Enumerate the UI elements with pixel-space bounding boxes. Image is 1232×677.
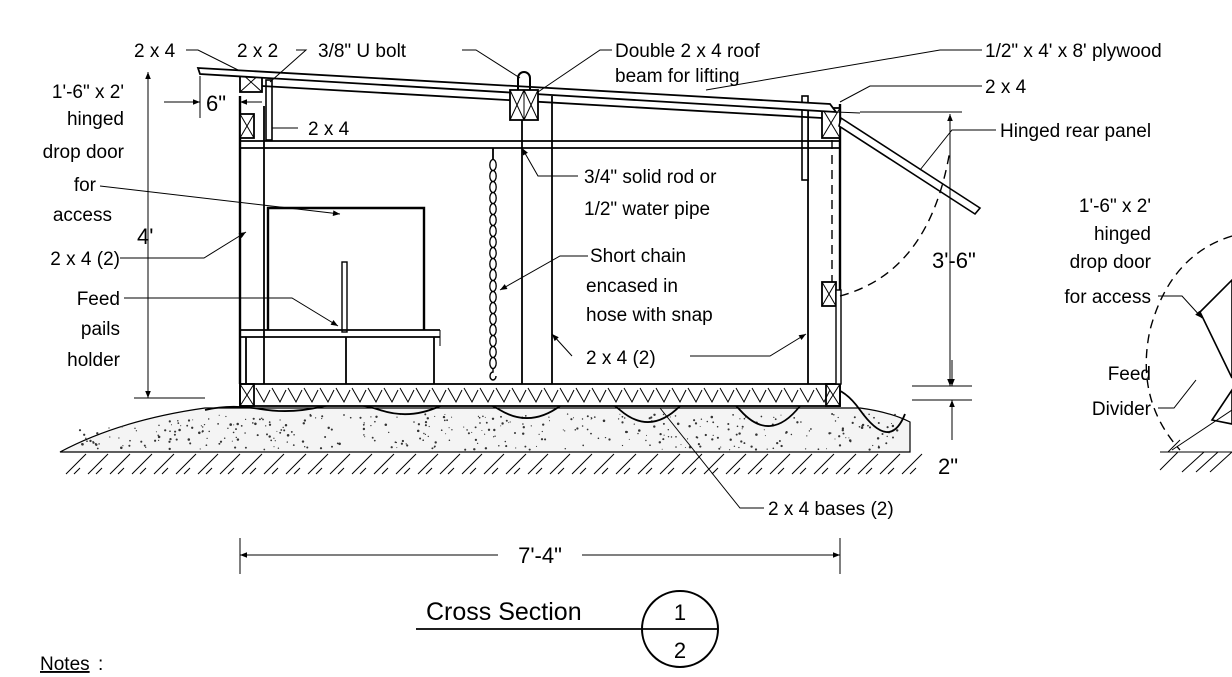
side-drop-door — [1199, 278, 1232, 379]
label-rod-1: 3/4" solid rod or — [584, 167, 717, 188]
label-roof-beam-1: Double 2 x 4 roof — [615, 41, 760, 62]
base-end-block-right — [825, 383, 841, 407]
side-detail — [1145, 235, 1232, 473]
label-feed-holder-3: holder — [67, 350, 120, 371]
label-2x4-top: 2 x 4 — [134, 41, 176, 62]
label-front-2x4: 2 x 4 — [308, 119, 350, 140]
dim-overhang: 6" — [206, 91, 226, 116]
label-feed-holder-2: pails — [81, 319, 120, 340]
label-front-door-2: hinged — [67, 109, 124, 130]
roof-beam-block — [509, 89, 539, 121]
dim-height-front: 4' — [137, 224, 153, 249]
hinged-rear-panel — [838, 116, 982, 216]
rear-door-swing-arc — [839, 149, 951, 297]
base-beams — [239, 383, 841, 407]
label-rear-2x4: 2 x 4 — [985, 77, 1027, 98]
rear-2x2-strip — [801, 95, 809, 181]
label-side-door-3: drop door — [1070, 252, 1152, 273]
label-front-door-1: 1'-6" x 2' — [52, 82, 124, 103]
leader-lines — [99, 49, 996, 509]
front-2x2-strip — [265, 79, 273, 141]
label-side-door-2: hinged — [1094, 224, 1151, 245]
label-u-bolt: 3/8" U bolt — [318, 41, 407, 62]
label-feed-holder-1: Feed — [77, 289, 120, 310]
label-feed-divider-2: Divider — [1092, 399, 1152, 420]
label-post-left: 2 x 4 (2) — [50, 249, 120, 270]
label-front-door-4: for — [74, 175, 97, 196]
label-side-door-4: for access — [1064, 287, 1151, 308]
label-roof-beam-2: beam for lifting — [615, 66, 740, 87]
notes-heading: Notes — [40, 654, 90, 675]
notes-colon: : — [98, 654, 103, 675]
label-front-door-3: drop door — [43, 142, 125, 163]
label-post-center: 2 x 4 (2) — [586, 348, 656, 369]
feed-pails-holder — [240, 206, 441, 384]
label-feed-divider-1: Feed — [1108, 364, 1151, 385]
earth-hatching — [60, 451, 923, 475]
dim-length: 7'-4" — [518, 543, 562, 568]
label-hinged-rear-panel: Hinged rear panel — [1000, 121, 1151, 142]
label-rod-2: 1/2" water pipe — [584, 199, 710, 220]
label-plywood: 1/2" x 4' x 8' plywood — [985, 41, 1162, 62]
label-chain-2: encased in — [586, 276, 678, 297]
section-sheet: 2 — [674, 638, 686, 663]
gravel-texture — [78, 413, 899, 451]
text-labels: 2 x 4 2 x 2 3/8" U bolt Double 2 x 4 roo… — [40, 41, 1162, 675]
dim-height-rear: 3'-6" — [932, 248, 976, 273]
gravel-mound — [59, 407, 911, 453]
label-chain-1: Short chain — [590, 246, 686, 267]
rear-lower-panel — [835, 289, 842, 385]
rear-mid-block — [821, 281, 837, 307]
base-end-block-left — [239, 383, 255, 407]
label-bases: 2 x 4 bases (2) — [768, 499, 894, 520]
label-chain-3: hose with snap — [586, 305, 713, 326]
section-number: 1 — [674, 600, 686, 625]
front-2x4-block — [239, 113, 255, 139]
label-front-door-5: access — [53, 205, 112, 226]
section-title: Cross Section — [426, 598, 582, 626]
dimension-lines — [134, 72, 972, 574]
dim-base-height: 2" — [938, 454, 958, 479]
chain — [489, 148, 497, 381]
frame — [196, 67, 982, 385]
label-side-door-1: 1'-6" x 2' — [1079, 196, 1151, 217]
label-2x2: 2 x 2 — [237, 41, 278, 62]
